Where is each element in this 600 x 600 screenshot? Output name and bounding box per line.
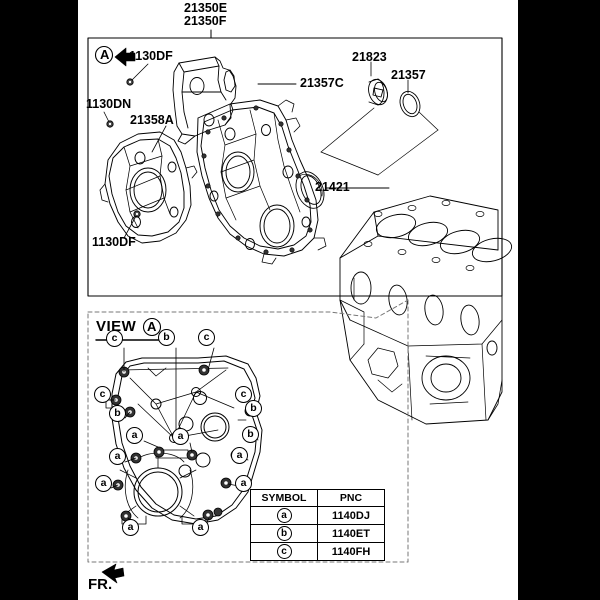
view-a-symbol-marker: b [245,400,262,417]
table-row: b 1140ET [250,524,385,543]
callout-1130DF-bottom: 1130DF [92,235,136,249]
symbol-badge: c [276,544,292,559]
section-marker-circle [94,45,114,65]
table-header-row: SYMBOL PNC [250,489,385,507]
callout-21350F: 21350F [184,14,227,28]
symbol-pnc-table: SYMBOL PNC a 1140DJ b 1140ET c 1140FH [250,489,385,561]
part-21823 [368,78,388,106]
view-a-symbol-marker: a [192,519,209,536]
callout-21357C: 21357C [300,76,344,90]
callout-21421: 21421 [315,180,350,194]
view-a-title-letter: A [147,319,157,334]
view-a-panel-top [87,299,409,319]
table-cell-symbol: c [250,542,318,561]
main-frame-box [87,37,503,297]
callout-21350E: 21350E [184,1,228,15]
table-cell-pnc: 1140DJ [317,506,385,525]
view-a-symbol-marker: b [109,405,126,422]
callout-1130DF-top: 1130DF [129,49,173,63]
view-a-symbol-marker: a [172,428,189,445]
callout-21823: 21823 [352,50,387,64]
part-21358A [99,131,198,244]
front-label: FR. [88,576,113,593]
section-marker-letter: A [100,47,110,62]
table-cell-pnc: 1140FH [317,542,385,561]
parts-diagram-page: 21350E 21350F 1130DF 21357C 21823 21357 … [78,0,518,600]
view-a-symbol-marker: b [158,329,175,346]
table-row: a 1140DJ [250,506,385,525]
view-a-symbol-marker: c [94,386,111,403]
view-a-letter-circle [142,317,162,337]
table-cell-symbol: b [250,524,318,543]
table-cell-symbol: a [250,506,318,525]
view-a-symbol-marker: c [198,329,215,346]
view-a-symbol-marker: c [106,330,123,347]
symbol-badge: a [276,508,292,523]
table-row: c 1140FH [250,542,385,561]
view-a-symbol-marker: a [231,447,248,464]
view-a-symbol-marker: a [95,475,112,492]
part-21357C [172,56,237,145]
view-a-title: VIEW [96,318,137,335]
view-a-symbol-marker: c [235,386,252,403]
table-body: a 1140DJ b 1140ET c 1140FH [250,506,385,561]
callout-1130DN: 1130DN [86,97,132,111]
view-a-symbol-marker: a [109,448,126,465]
table-cell-pnc: 1140ET [317,524,385,543]
view-a-symbol-marker: a [235,475,252,492]
section-arrow [114,47,136,67]
view-a-symbol-marker: a [122,519,139,536]
table-header-symbol: SYMBOL [250,489,318,507]
engine-cylinder-block [339,195,513,425]
callout-21357: 21357 [391,68,426,82]
part-21350-timing-case [196,99,327,265]
view-a-symbol-marker: b [242,426,259,443]
view-a-panel-border [87,299,409,563]
part-21357 [399,90,421,118]
view-a-symbol-marker: a [126,427,143,444]
callout-21358A: 21358A [130,113,174,127]
table-header-pnc: PNC [317,489,385,507]
cover-bolt-dots [201,105,313,255]
front-direction-arrow [101,563,125,584]
symbol-badge: b [276,526,292,541]
